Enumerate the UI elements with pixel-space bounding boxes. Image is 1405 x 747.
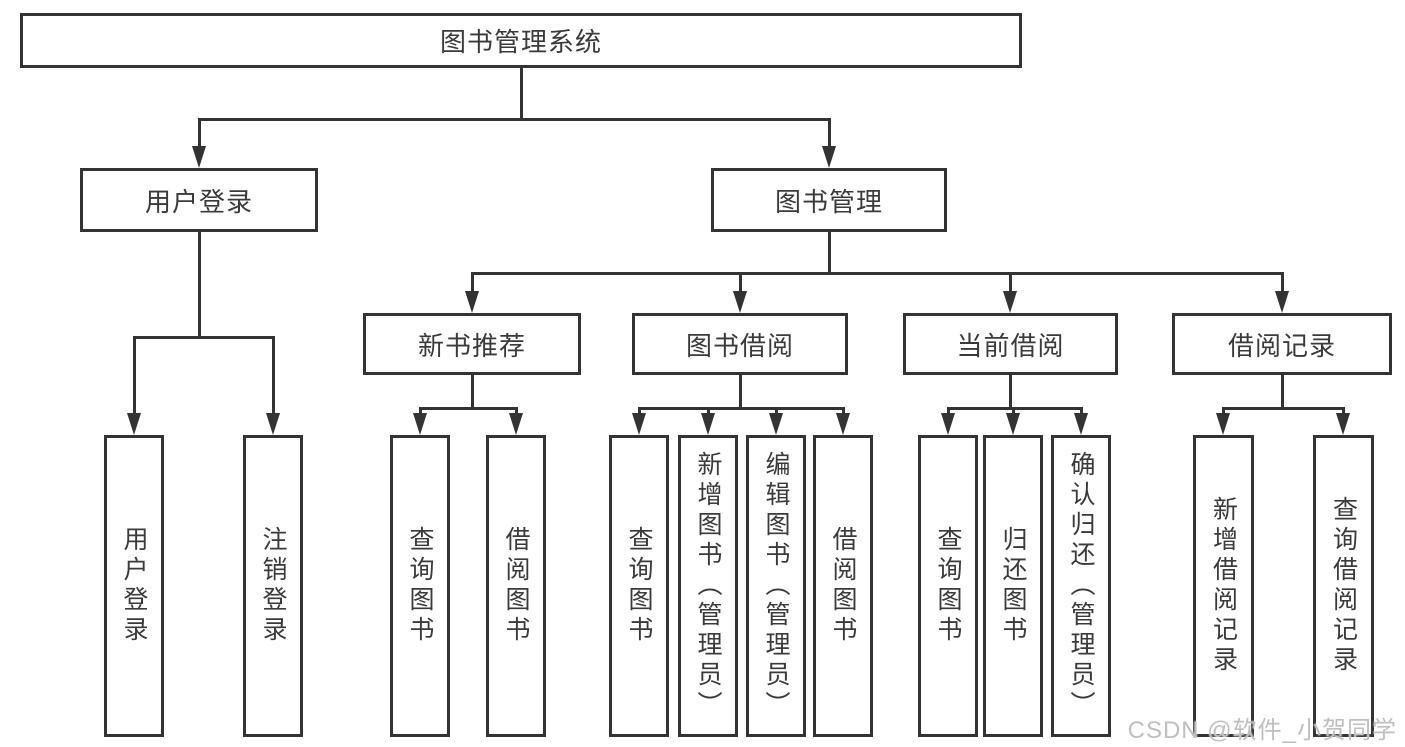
leaf-edit-book-admin: 编辑图书（管理员） bbox=[746, 435, 806, 737]
arrowhead-down-icon bbox=[1275, 291, 1289, 313]
connector-line bbox=[1009, 272, 1012, 293]
connector-line bbox=[419, 407, 422, 415]
connector-line bbox=[515, 407, 518, 415]
arrowhead-down-icon bbox=[465, 291, 479, 313]
arrowhead-down-icon bbox=[1003, 291, 1017, 313]
leaf-query-books-borrowing: 查询图书 bbox=[609, 435, 669, 737]
arrowhead-down-icon bbox=[413, 413, 427, 435]
leaf-add-book-admin: 新增图书（管理员） bbox=[678, 435, 738, 737]
connector-line bbox=[1223, 407, 1344, 410]
node-borrowing-records: 借阅记录 bbox=[1172, 313, 1392, 375]
leaf-borrow-books-recommend: 借阅图书 bbox=[486, 435, 546, 737]
arrowhead-down-icon bbox=[266, 413, 280, 435]
arrowhead-down-icon bbox=[836, 413, 850, 435]
connector-line bbox=[828, 118, 831, 148]
connector-line bbox=[1281, 272, 1284, 293]
arrowhead-down-icon bbox=[1006, 413, 1020, 435]
connector-line bbox=[471, 272, 1283, 275]
arrowhead-down-icon bbox=[509, 413, 523, 435]
connector-line bbox=[775, 407, 778, 415]
connector-line bbox=[419, 407, 517, 410]
leaf-user-login: 用户登录 bbox=[104, 435, 164, 737]
connector-line bbox=[739, 272, 742, 293]
connector-line bbox=[198, 118, 201, 148]
arrowhead-down-icon bbox=[822, 146, 836, 168]
connector-line bbox=[198, 118, 831, 121]
arrowhead-down-icon bbox=[941, 413, 955, 435]
arrowhead-down-icon bbox=[1074, 413, 1088, 435]
connector-line bbox=[198, 232, 201, 336]
connector-line bbox=[471, 375, 474, 407]
connector-line bbox=[272, 336, 275, 415]
connector-line bbox=[1012, 407, 1015, 415]
connector-line bbox=[1080, 407, 1083, 415]
leaf-return-books: 归还图书 bbox=[983, 435, 1043, 737]
connector-line bbox=[842, 407, 845, 415]
arrowhead-down-icon bbox=[192, 146, 206, 168]
connector-line bbox=[828, 232, 831, 272]
leaf-query-books-current: 查询图书 bbox=[918, 435, 978, 737]
node-book-management: 图书管理 bbox=[711, 168, 947, 232]
connector-line bbox=[638, 407, 844, 410]
leaf-confirm-return-admin: 确认归还（管理员） bbox=[1051, 435, 1111, 737]
node-user-login: 用户登录 bbox=[80, 168, 318, 232]
arrowhead-down-icon bbox=[1216, 413, 1230, 435]
arrowhead-down-icon bbox=[632, 413, 646, 435]
arrowhead-down-icon bbox=[769, 413, 783, 435]
leaf-query-books-recommend: 查询图书 bbox=[390, 435, 450, 737]
connector-line bbox=[1222, 407, 1225, 415]
connector-line bbox=[1342, 407, 1345, 415]
connector-line bbox=[520, 68, 523, 120]
connector-line bbox=[1009, 375, 1012, 407]
node-current-borrowing: 当前借阅 bbox=[903, 313, 1118, 375]
connector-line bbox=[471, 272, 474, 293]
connector-line bbox=[133, 336, 274, 339]
csdn-watermark: CSDN @软件_小贺同学 bbox=[1127, 717, 1397, 744]
connector-line bbox=[133, 336, 136, 415]
connector-line bbox=[707, 407, 710, 415]
arrowhead-down-icon bbox=[127, 413, 141, 435]
node-new-book-recommendation: 新书推荐 bbox=[363, 313, 581, 375]
connector-line bbox=[739, 375, 742, 407]
leaf-add-borrow-record: 新增借阅记录 bbox=[1193, 435, 1254, 737]
connector-line bbox=[638, 407, 641, 415]
root-node-library-management-system: 图书管理系统 bbox=[20, 13, 1022, 68]
arrowhead-down-icon bbox=[733, 291, 747, 313]
leaf-logout: 注销登录 bbox=[243, 435, 303, 737]
leaf-query-borrow-record: 查询借阅记录 bbox=[1313, 435, 1374, 737]
connector-line bbox=[1281, 375, 1284, 407]
node-book-borrowing: 图书借阅 bbox=[632, 313, 848, 375]
leaf-borrow-books-borrowing: 借阅图书 bbox=[813, 435, 873, 737]
arrowhead-down-icon bbox=[1336, 413, 1350, 435]
connector-line bbox=[947, 407, 950, 415]
arrowhead-down-icon bbox=[701, 413, 715, 435]
